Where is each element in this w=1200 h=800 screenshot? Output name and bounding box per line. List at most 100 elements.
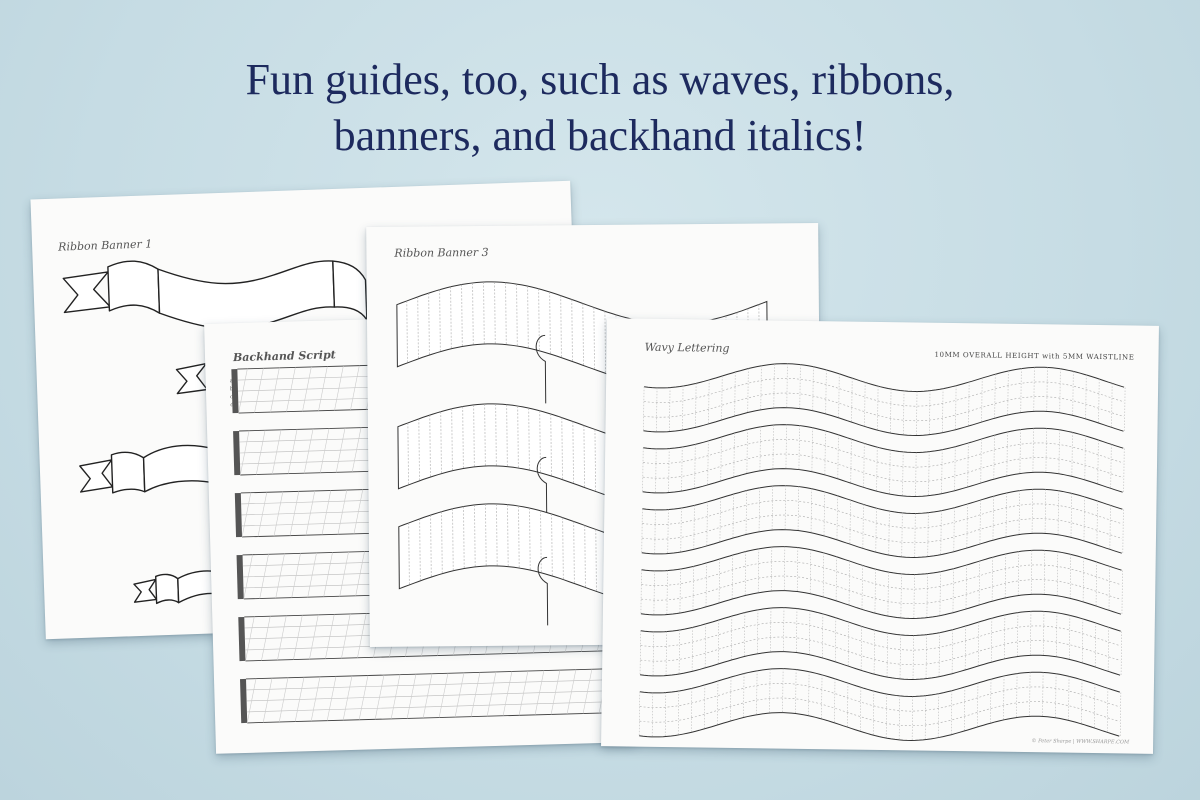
- wave-grid-tick: [1056, 551, 1059, 596]
- wave-grid-tick: [963, 686, 966, 731]
- wave-grid-tick: [864, 382, 866, 427]
- wave-grid-tick: [743, 673, 745, 718]
- wave-guide-line: [639, 668, 1120, 697]
- wave-grid-tick: [902, 451, 904, 496]
- backhand-slant-line: [321, 490, 332, 535]
- backhand-slant-line: [243, 554, 253, 600]
- wave-grid-tick: [810, 488, 812, 533]
- ribbon-tiny-tail: [133, 578, 158, 603]
- wave-grid-tick: [744, 551, 747, 596]
- wave-grid-tick: [811, 427, 813, 472]
- backhand-slant-line: [534, 670, 545, 715]
- wave-grid-tick: [1119, 692, 1122, 737]
- wave-grid-tick: [785, 424, 787, 469]
- wave-grid-tick: [682, 386, 684, 431]
- wave-grid-tick: [719, 498, 721, 543]
- wave-guide-line: [642, 439, 1124, 468]
- wave-grid-tick: [990, 679, 992, 724]
- ribbon-fold-2: [332, 260, 368, 321]
- wave-grid-tick: [797, 486, 799, 531]
- backhand-slant-line: [241, 492, 252, 538]
- backhand-guide-line: [245, 667, 626, 680]
- wave-grid-tick: [677, 691, 680, 736]
- ribbon-tiny-fold: [155, 573, 180, 605]
- wave-grid-tick: [730, 677, 732, 722]
- wave-grid-tick: [1057, 490, 1059, 535]
- ribbon-tail-left: [62, 271, 111, 314]
- backhand-slant-line: [422, 673, 433, 719]
- wave-grid-tick: [860, 626, 863, 671]
- wave-grid-tick: [978, 561, 980, 606]
- wave-grid-tick: [924, 695, 927, 740]
- wave-guide-line: [644, 363, 1125, 392]
- wave-grid-tick: [745, 490, 747, 535]
- wave-grid-tick: [824, 430, 826, 475]
- wave-grid-tick: [822, 552, 825, 597]
- wave-grid-tick: [717, 681, 719, 726]
- ribbon3-curl: [536, 456, 548, 526]
- backhand-slant-line: [240, 430, 250, 476]
- backhand-slant-line: [262, 678, 273, 723]
- wave-grid-tick: [874, 569, 876, 614]
- wave-grid-tick: [821, 613, 824, 658]
- wave-grid-tick: [1007, 370, 1009, 415]
- wave-grid-tick: [954, 446, 956, 491]
- wave-grid-tick: [783, 607, 785, 652]
- wave-grid-tick: [1018, 490, 1020, 535]
- wave-grid-tick: [731, 555, 734, 600]
- wave-grid-tick: [704, 623, 707, 668]
- backhand-slant-line: [287, 429, 298, 474]
- wave-grid-tick: [783, 546, 786, 591]
- wave-grid-tick: [1004, 553, 1007, 598]
- wave-guide-line: [641, 575, 1122, 605]
- wave-grid-tick: [872, 691, 875, 736]
- backhand-slant-line: [353, 489, 364, 534]
- wave-grid-tick: [899, 634, 901, 679]
- wave-grid-tick: [1068, 615, 1071, 660]
- wave-grid-tick: [643, 386, 645, 431]
- backhand-slant-line: [318, 366, 328, 411]
- backhand-row-marker: [238, 616, 246, 662]
- wave-grid-tick: [992, 496, 994, 541]
- backhand-slant-line: [293, 615, 303, 660]
- wave-grid-tick: [900, 573, 902, 618]
- backhand-slant-line: [272, 429, 282, 475]
- wave-grid-tick: [1003, 675, 1005, 720]
- wave-grid-tick: [799, 364, 801, 409]
- wave-grid-tick: [757, 548, 760, 593]
- backhand-slant-line: [325, 614, 335, 659]
- wave-grid-tick: [1017, 551, 1020, 596]
- wave-grid-tick: [914, 513, 916, 558]
- wave-grid-tick: [1046, 367, 1048, 412]
- wave-grid-tick: [873, 630, 875, 675]
- wave-grid-tick: [1124, 387, 1126, 432]
- backhand-slant-line: [566, 669, 577, 715]
- wave-grid-tick: [782, 668, 784, 713]
- wave-grid-tick: [885, 694, 888, 739]
- backhand-slant-line: [286, 367, 296, 412]
- wave-grid-tick: [1031, 489, 1033, 534]
- wave-grid-tick: [795, 669, 797, 714]
- wave-grid-tick: [825, 369, 827, 414]
- backhand-slant-line: [390, 674, 401, 719]
- wave-guide-line: [642, 468, 1123, 497]
- wave-grid-tick: [950, 690, 953, 735]
- wave-grid-tick: [990, 618, 993, 663]
- backhand-slant-line: [261, 616, 271, 661]
- wave-grid-tick: [680, 508, 682, 553]
- wave-guide-line: [640, 607, 1121, 636]
- wave-grid-tick: [876, 447, 878, 492]
- backhand-row-marker: [236, 554, 244, 600]
- wave-grid-tick: [705, 562, 707, 607]
- wave-grid-tick: [717, 620, 720, 665]
- wave-grid-tick: [691, 627, 694, 672]
- wave-grid-tick: [1109, 505, 1111, 550]
- wave-grid-tick: [668, 448, 670, 493]
- wave-grid-tick: [1069, 554, 1072, 599]
- wave-grid-tick: [1055, 673, 1057, 718]
- wave-grid-tick: [981, 378, 983, 423]
- wave-grid-tick: [1083, 496, 1085, 541]
- wave-guide-line: [643, 424, 1124, 453]
- wave-grid-tick: [1005, 492, 1007, 537]
- sheet-wavy-lettering: Wavy Lettering 10MM OVERALL HEIGHT with …: [601, 318, 1159, 754]
